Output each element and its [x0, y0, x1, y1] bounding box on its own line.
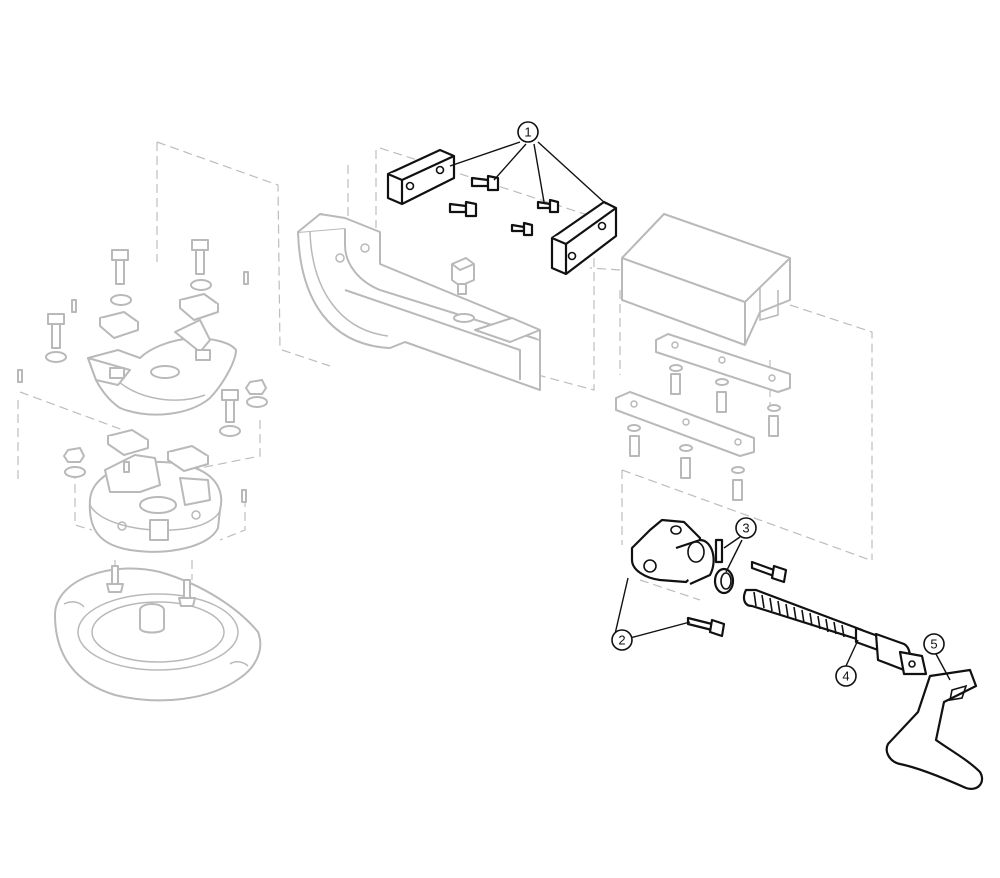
swivel-base-plate — [54, 567, 262, 702]
ring-nuts-and-washers — [63, 379, 268, 478]
bracket-screw-lower — [686, 616, 726, 638]
callout-2: 2 — [611, 629, 633, 651]
crank-handle — [885, 668, 984, 790]
vice-body-key — [451, 257, 475, 295]
gib-strips — [615, 333, 791, 457]
callout-3: 3 — [735, 517, 757, 539]
holder-bolts-and-blocks — [45, 239, 249, 437]
ring-clamp-blocks — [17, 369, 247, 503]
spindle-bracket — [630, 518, 715, 586]
vice-body — [297, 213, 541, 391]
callout-4: 4 — [835, 665, 857, 687]
callout-5: 5 — [923, 633, 945, 655]
jaw-holder-bracket — [87, 319, 237, 416]
callout-label: 1 — [524, 125, 531, 140]
base-stud-bolts — [106, 565, 196, 607]
callout-leaders — [449, 141, 951, 681]
retaining-pin — [714, 538, 724, 564]
sliding-jaw — [621, 213, 791, 346]
thrust-ring — [713, 567, 735, 595]
callout-label: 5 — [930, 637, 937, 652]
callout-label: 4 — [842, 669, 849, 684]
jaw-plate-left — [386, 148, 456, 206]
callout-label: 3 — [742, 521, 749, 536]
swivel-ring — [88, 454, 223, 553]
jaw-plate-right — [550, 200, 618, 276]
callout-1: 1 — [517, 121, 539, 143]
bracket-screw-upper — [750, 560, 788, 584]
lead-screw — [742, 588, 928, 676]
callout-label: 2 — [618, 633, 625, 648]
jaw-plate-screws — [448, 174, 560, 237]
gib-screws — [627, 364, 781, 501]
